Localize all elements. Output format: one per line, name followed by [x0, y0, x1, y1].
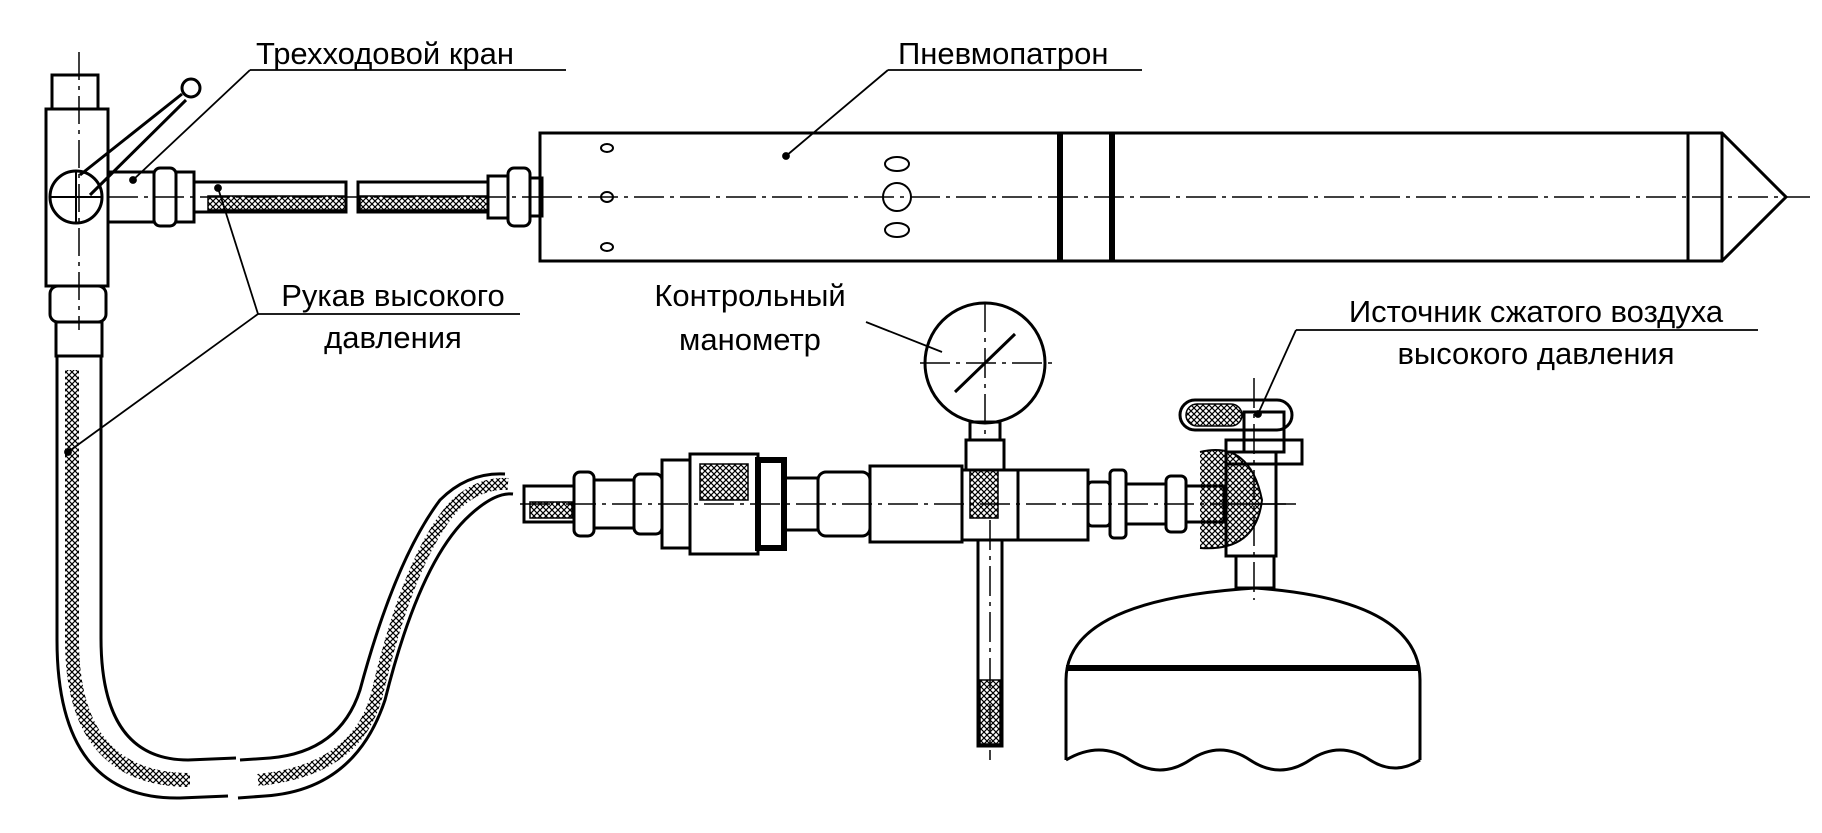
- cylinder-valve: [1086, 378, 1304, 600]
- cartridge-tip: [1686, 131, 1789, 263]
- valve-bottom-nut: [48, 284, 108, 324]
- leader-lines: [64, 69, 1758, 456]
- valve-handle-knob: [180, 77, 202, 99]
- label-control-manometer-line1: Контрольный: [654, 278, 846, 313]
- cylinder-dome: [1064, 586, 1422, 760]
- label-high-pressure-hose-line2: давления: [324, 320, 462, 355]
- air-cylinder: [1064, 554, 1422, 772]
- label-air-source-line2: высокого давления: [1397, 336, 1675, 371]
- coupling-assembly: [520, 452, 1290, 556]
- control-manometer: [920, 301, 1090, 760]
- upper-hose: [108, 166, 544, 228]
- label-high-pressure-hose-line1: Рукав высокого: [281, 278, 505, 313]
- valve-handle: [79, 92, 183, 177]
- label-control-manometer-line2: манометр: [679, 322, 821, 357]
- pneumatic-cartridge: [538, 131, 1810, 263]
- label-air-source-line1: Источник сжатого воздуха: [1348, 294, 1724, 329]
- valve-top-cap: [50, 73, 100, 111]
- three-way-valve: [44, 52, 202, 358]
- long-hose: [55, 356, 514, 800]
- label-pneumatic-cartridge: Пневмопатрон: [898, 36, 1109, 71]
- label-three-way-valve: Трехходовой кран: [256, 36, 514, 71]
